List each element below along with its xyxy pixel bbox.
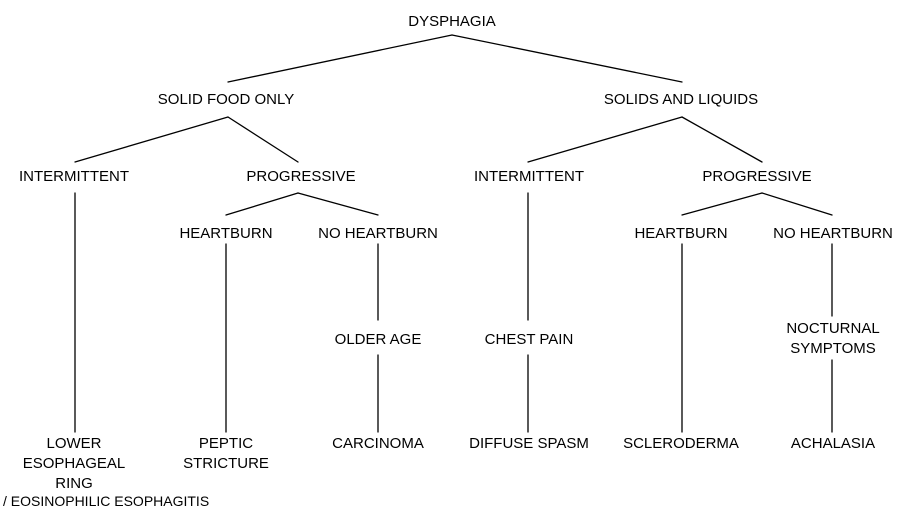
node-lower-esophageal-ring-line-3: RING	[55, 475, 93, 492]
edge-solid-to-intermittent	[74, 116, 229, 163]
node-lower-esophageal-ring: LOWER ESOPHAGEAL RING	[23, 434, 126, 494]
node-solid-no-heartburn-label: NO HEARTBURN	[318, 225, 438, 242]
edge-solids-liquids-to-intermittent	[527, 116, 683, 163]
edge-dysphagia-to-solids-and-liquids	[451, 34, 683, 83]
node-sl-heartburn: HEARTBURN	[634, 224, 727, 244]
edge-progressive-to-heartburn-right	[681, 192, 763, 216]
node-scleroderma: SCLERODERMA	[623, 434, 739, 454]
node-nocturnal-symptoms-line-2: SYMPTOMS	[790, 340, 876, 357]
edge-progressive-to-no-heartburn-right	[761, 192, 833, 216]
node-older-age: OLDER AGE	[335, 330, 422, 350]
node-solid-intermittent-label: INTERMITTENT	[19, 168, 129, 185]
node-nocturnal-symptoms-line-1: NOCTURNAL	[786, 320, 880, 337]
node-solid-progressive: PROGRESSIVE	[246, 167, 355, 187]
node-eosinophilic-esophagitis-note: / EOSINOPHILIC ESOPHAGITIS	[3, 493, 210, 509]
node-sl-intermittent-label: INTERMITTENT	[474, 168, 584, 185]
node-diffuse-spasm: DIFFUSE SPASM	[469, 434, 589, 454]
node-solids-and-liquids: SOLIDS AND LIQUIDS	[604, 90, 758, 110]
node-dysphagia: DYSPHAGIA	[408, 12, 496, 32]
node-carcinoma-label: CARCINOMA	[332, 435, 424, 452]
node-sl-no-heartburn-label: NO HEARTBURN	[773, 225, 893, 242]
node-sl-no-heartburn: NO HEARTBURN	[773, 224, 893, 244]
node-sl-progressive: PROGRESSIVE	[702, 167, 811, 187]
node-achalasia-label: ACHALASIA	[790, 435, 876, 452]
node-solid-heartburn-label: HEARTBURN	[179, 225, 273, 242]
node-solid-progressive-label: PROGRESSIVE	[246, 168, 356, 185]
node-solid-food-only: SOLID FOOD ONLY	[158, 90, 294, 110]
node-solids-and-liquids-label: SOLIDS AND LIQUIDS	[603, 91, 759, 108]
node-sl-heartburn-label: HEARTBURN	[634, 225, 728, 242]
node-achalasia: ACHALASIA	[791, 434, 875, 454]
node-peptic-stricture: PEPTIC STRICTURE	[183, 434, 269, 474]
node-carcinoma: CARCINOMA	[332, 434, 424, 454]
node-solid-food-only-label: SOLID FOOD ONLY	[157, 91, 295, 108]
edge-solids-liquids-to-progressive	[681, 116, 763, 163]
node-lower-esophageal-ring-line-2: ESOPHAGEAL	[22, 455, 126, 472]
edge-dysphagia-to-solid-food-only	[227, 34, 453, 83]
node-chest-pain-label: CHEST PAIN	[484, 331, 574, 348]
node-older-age-label: OLDER AGE	[334, 331, 422, 348]
node-solid-intermittent: INTERMITTENT	[19, 167, 129, 187]
node-peptic-stricture-line-2: STRICTURE	[183, 455, 269, 472]
node-diffuse-spasm-label: DIFFUSE SPASM	[469, 435, 589, 452]
edge-progressive-to-no-heartburn-left	[297, 192, 379, 216]
node-scleroderma-label: SCLERODERMA	[623, 435, 739, 452]
node-sl-intermittent: INTERMITTENT	[474, 167, 584, 187]
node-lower-esophageal-ring-line-1: LOWER	[46, 435, 102, 452]
node-solid-heartburn: HEARTBURN	[179, 224, 272, 244]
node-chest-pain: CHEST PAIN	[485, 330, 574, 350]
node-sl-progressive-label: PROGRESSIVE	[702, 168, 812, 185]
node-peptic-stricture-line-1: PEPTIC	[198, 435, 254, 452]
node-solid-no-heartburn: NO HEARTBURN	[318, 224, 438, 244]
edge-progressive-to-heartburn-left	[225, 192, 299, 216]
node-dysphagia-label: DYSPHAGIA	[408, 13, 496, 30]
edge-solid-to-progressive	[227, 116, 299, 163]
node-nocturnal-symptoms: NOCTURNAL SYMPTOMS	[786, 319, 879, 359]
